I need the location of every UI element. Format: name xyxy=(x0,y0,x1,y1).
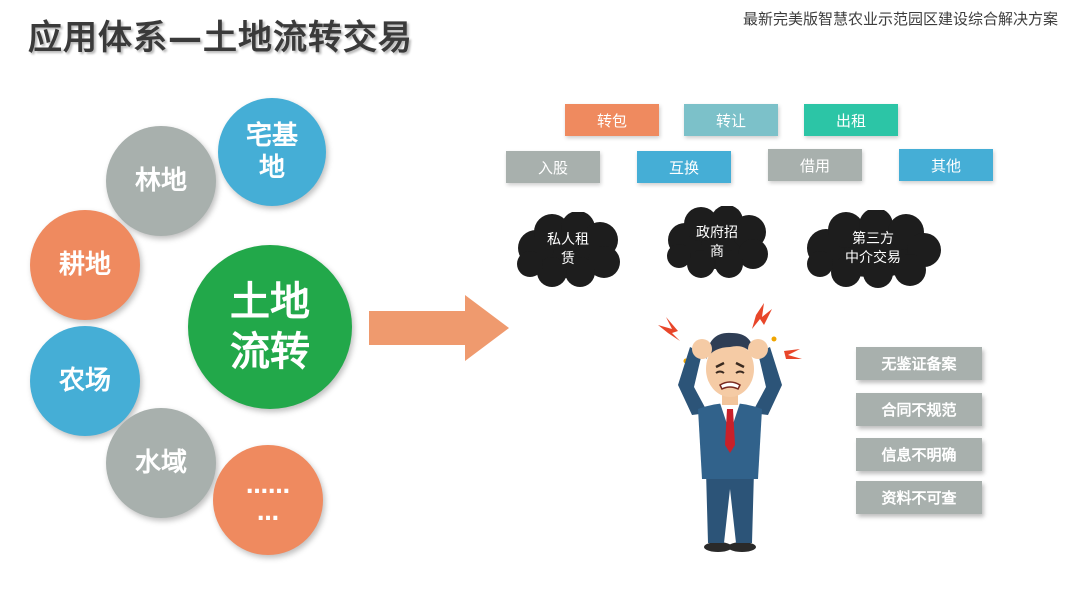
circle-center-label: 土地 流转 xyxy=(230,279,310,375)
issue-wu-jianzheng-bei-an: 无鉴证备案 xyxy=(856,347,982,380)
issue-xinxi-bu-mingque-label: 信息不明确 xyxy=(881,446,957,464)
circle-center-tudi-liuzhuan: 土地 流转 xyxy=(188,245,352,409)
circle-gengdi: 耕地 xyxy=(30,210,140,320)
tag-chuzu: 出租 xyxy=(804,104,898,136)
tag-rugu-label: 入股 xyxy=(537,158,568,177)
cloud-icon xyxy=(517,212,620,287)
cloud-disanfang-zhongjie: 第三方 中介交易 xyxy=(800,210,946,288)
circle-zhaijidi: 宅基 地 xyxy=(218,98,326,206)
page-title: 应用体系—土地流转交易 xyxy=(28,18,413,58)
tag-qita: 其他 xyxy=(899,149,993,181)
tag-huhuan-label: 互换 xyxy=(668,158,699,177)
cloud-zhengfu-zhaoshang: 政府招 商 xyxy=(663,206,771,280)
circle-shuiyu: 水域 xyxy=(106,408,216,518)
tag-qita-label: 其他 xyxy=(930,156,961,175)
tag-huhuan: 互换 xyxy=(637,151,731,183)
tag-zhuanbao: 转包 xyxy=(565,104,659,136)
cloud-siren-zulin: 私人租 赁 xyxy=(512,212,624,288)
circle-shuiyu-label: 水域 xyxy=(134,447,187,478)
circle-more: …… … xyxy=(213,445,323,555)
tag-chuzu-label: 出租 xyxy=(835,111,866,130)
tag-rugu: 入股 xyxy=(506,151,600,183)
cloud-zhengfu-zhaoshang-label: 政府招 商 xyxy=(696,225,738,260)
circle-nongchang-label: 农场 xyxy=(58,365,111,396)
tag-zhuanrang: 转让 xyxy=(684,104,778,136)
circle-more-label: …… … xyxy=(246,473,290,527)
circle-nongchang: 农场 xyxy=(30,326,140,436)
issue-ziliao-bu-kecha-label: 资料不可查 xyxy=(881,489,957,507)
issue-xinxi-bu-mingque: 信息不明确 xyxy=(856,438,982,471)
issue-hetong-bu-guifan-label: 合同不规范 xyxy=(881,401,957,419)
page-subtitle: 最新完美版智慧农业示范园区建设综合解决方案 xyxy=(742,10,1058,28)
tag-zhuanbao-label: 转包 xyxy=(596,111,627,130)
circle-lindi-label: 林地 xyxy=(134,165,187,196)
issue-wu-jianzheng-bei-an-label: 无鉴证备案 xyxy=(881,355,957,373)
tag-zhuanrang-label: 转让 xyxy=(715,111,746,130)
circle-zhaijidi-label: 宅基 地 xyxy=(245,120,298,184)
cloud-siren-zulin-label: 私人租 赁 xyxy=(547,232,589,267)
stressed-businessman-icon xyxy=(658,303,802,552)
cloud-icon xyxy=(807,210,941,288)
circle-gengdi-label: 耕地 xyxy=(58,249,111,280)
issue-ziliao-bu-kecha: 资料不可查 xyxy=(856,481,982,514)
cloud-icon xyxy=(667,206,768,278)
tag-jieyong-label: 借用 xyxy=(799,156,830,175)
right-arrow-icon xyxy=(369,295,509,361)
issue-hetong-bu-guifan: 合同不规范 xyxy=(856,393,982,426)
tag-jieyong: 借用 xyxy=(768,149,862,181)
cloud-disanfang-zhongjie-label: 第三方 中介交易 xyxy=(845,231,901,266)
circle-lindi: 林地 xyxy=(106,126,216,236)
